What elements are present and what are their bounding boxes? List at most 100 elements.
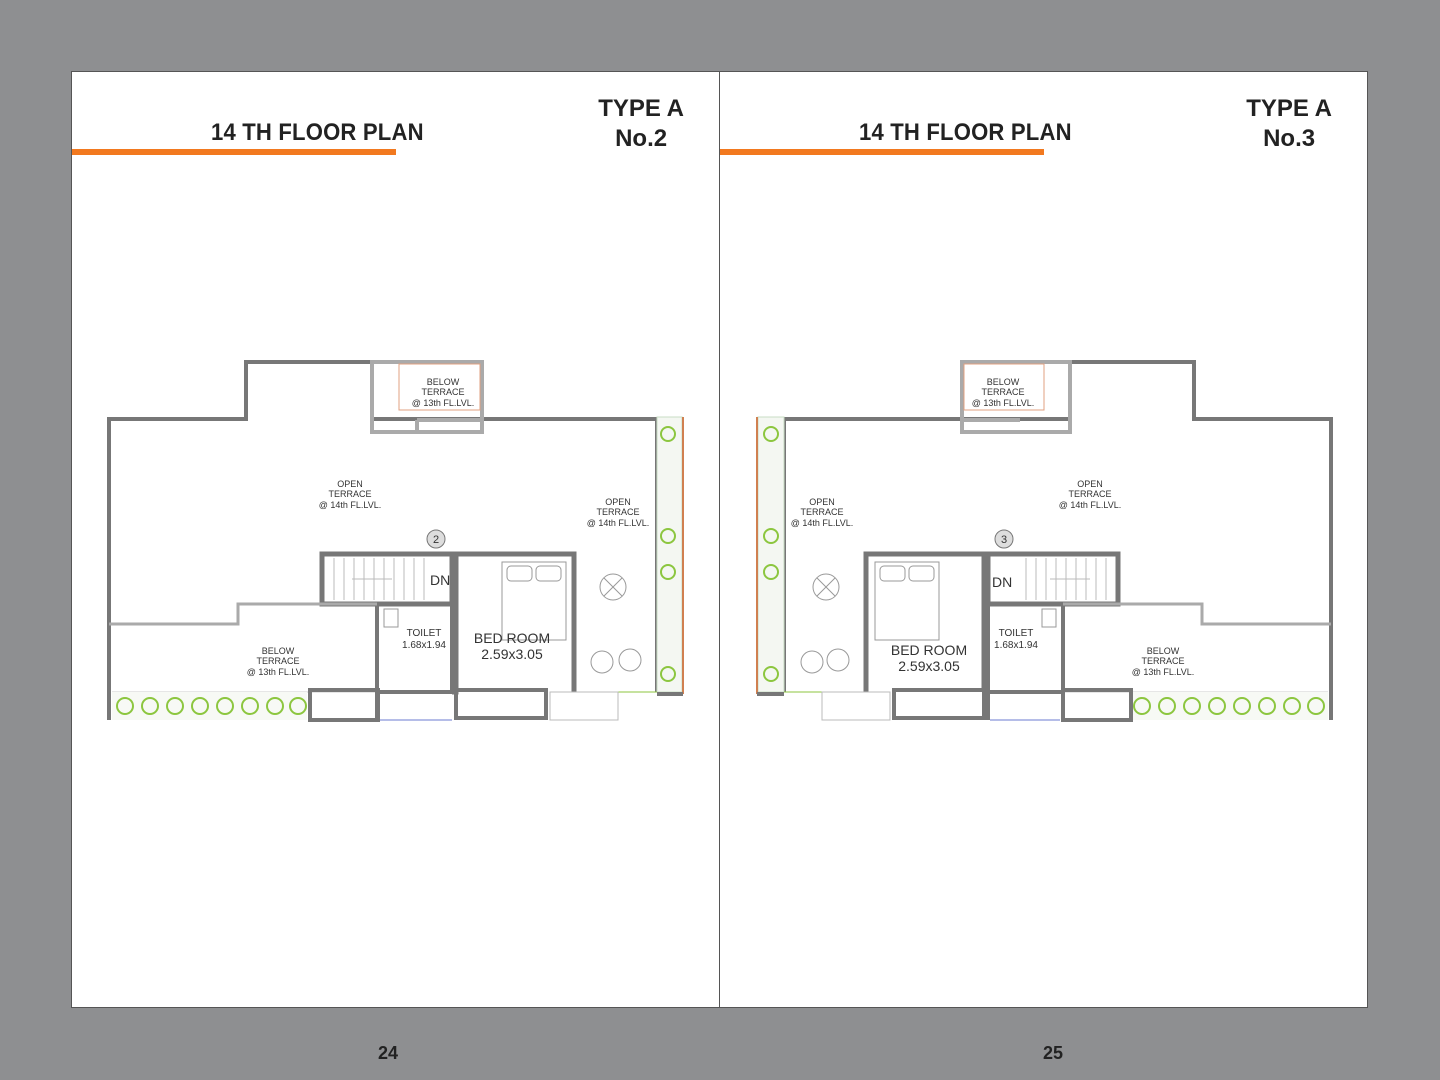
planter-icon xyxy=(660,426,676,442)
planter-icon xyxy=(141,697,159,715)
floor-plan-drawing: BELOW TERRACE @ 13th FL.LVL. OPEN TERRAC… xyxy=(756,360,1333,722)
below-terrace-top xyxy=(960,360,1072,434)
planter-icon xyxy=(289,697,307,715)
bedroom-name: BED ROOM xyxy=(474,630,550,646)
open-terrace-main-line2: TERRACE xyxy=(1068,489,1111,499)
planter-icon xyxy=(266,697,284,715)
balcony-ledge xyxy=(549,691,619,721)
below-terrace-bottom-line3: @ 13th FL.LVL. xyxy=(1132,667,1195,677)
bedroom-size: 2.59x3.05 xyxy=(481,646,543,662)
planter-icon xyxy=(241,697,259,715)
planter-icon xyxy=(1307,697,1325,715)
unit-type: TYPE A xyxy=(598,95,684,122)
round-table-icon xyxy=(812,573,840,601)
open-terrace-side-line1: OPEN xyxy=(809,497,835,507)
page-number-left: 24 xyxy=(378,1043,399,1063)
open-terrace-side-line3: @ 14th FL.LVL. xyxy=(587,518,650,528)
below-terrace-bottom-line1: BELOW xyxy=(262,646,295,656)
toilet-size: 1.68x1.94 xyxy=(402,640,446,651)
planter-icon xyxy=(1283,697,1301,715)
planter-icon xyxy=(763,528,779,544)
below-terrace-top-line3: @ 13th FL.LVL. xyxy=(972,398,1035,408)
unit-number-icon: 2 xyxy=(426,529,446,549)
open-terrace-main-line3: @ 14th FL.LVL. xyxy=(319,500,382,510)
planter-row xyxy=(1133,692,1328,720)
toilet-walls xyxy=(375,602,454,694)
page-fold xyxy=(719,72,720,1007)
bedroom-size: 2.59x3.05 xyxy=(898,658,960,674)
page-right: 14 TH FLOOR PLAN TYPE A No.3 BELOW TERRA… xyxy=(720,72,1368,1007)
bed-icon xyxy=(501,561,567,641)
planter-icon xyxy=(1258,697,1276,715)
below-terrace-bottom-line2: TERRACE xyxy=(1141,656,1184,666)
planter-icon xyxy=(1208,697,1226,715)
unit-marker: 2 xyxy=(433,534,439,546)
chair-icon xyxy=(800,648,850,674)
unit-type: TYPE A xyxy=(1246,95,1332,122)
below-terrace-top-line2: TERRACE xyxy=(981,387,1024,397)
below-terrace-bottom xyxy=(109,602,377,693)
exterior-walls xyxy=(782,360,1333,720)
below-terrace-bottom-line1: BELOW xyxy=(1147,646,1180,656)
open-terrace-side-line3: @ 14th FL.LVL. xyxy=(791,518,854,528)
open-terrace-main-line1: OPEN xyxy=(337,479,363,489)
toilet-name: TOILET xyxy=(999,628,1034,639)
unit-type-label: TYPE A No.3 xyxy=(1246,94,1332,154)
planter-icon xyxy=(1183,697,1201,715)
unit-marker: 3 xyxy=(1001,534,1007,546)
title-underline xyxy=(72,149,396,155)
planter-icon xyxy=(660,666,676,682)
open-terrace-side-line2: TERRACE xyxy=(800,507,843,517)
open-terrace-main-line2: TERRACE xyxy=(328,489,371,499)
toilet-size: 1.68x1.94 xyxy=(994,640,1038,651)
planter-icon xyxy=(660,564,676,580)
below-terrace-top-line1: BELOW xyxy=(987,377,1020,387)
stair-label: DN xyxy=(430,572,450,588)
side-planter xyxy=(756,416,785,696)
bed-icon xyxy=(874,561,940,641)
unit-number: No.2 xyxy=(615,125,668,152)
planter-icon xyxy=(166,697,184,715)
open-terrace-side-line2: TERRACE xyxy=(596,507,639,517)
open-terrace-main-line3: @ 14th FL.LVL. xyxy=(1059,500,1122,510)
below-terrace-top-line2: TERRACE xyxy=(421,387,464,397)
bedroom-name: BED ROOM xyxy=(891,642,967,658)
planter-row xyxy=(112,692,307,720)
unit-number: No.3 xyxy=(1263,125,1316,152)
floor-plan-drawing: BELOW TERRACE @ 13th FL.LVL. OPEN TERRAC… xyxy=(107,360,684,722)
below-terrace-bottom xyxy=(1063,602,1331,693)
below-terrace-top-line1: BELOW xyxy=(427,377,460,387)
planter-icon xyxy=(1233,697,1251,715)
planter-icon xyxy=(116,697,134,715)
planter-icon xyxy=(763,564,779,580)
planter-icon xyxy=(1133,697,1151,715)
round-table-icon xyxy=(599,573,627,601)
planter-icon xyxy=(191,697,209,715)
page-left: 14 TH FLOOR PLAN TYPE A No.2 BELOW TERRA… xyxy=(72,72,720,1007)
planter-icon xyxy=(1158,697,1176,715)
planter-icon xyxy=(763,666,779,682)
planter-icon xyxy=(216,697,234,715)
below-terrace-top-line3: @ 13th FL.LVL. xyxy=(412,398,475,408)
planter-icon xyxy=(763,426,779,442)
exterior-walls xyxy=(107,360,659,720)
balcony-ledge xyxy=(821,691,891,721)
chair-icon xyxy=(590,648,642,674)
unit-number-icon: 3 xyxy=(994,529,1014,549)
toilet-walls xyxy=(986,602,1065,694)
side-planter xyxy=(656,416,684,696)
open-terrace-side-line1: OPEN xyxy=(605,497,631,507)
title-underline xyxy=(720,149,1044,155)
bottom-walls xyxy=(892,688,1133,722)
below-terrace-bottom-line3: @ 13th FL.LVL. xyxy=(247,667,310,677)
open-terrace-main-line1: OPEN xyxy=(1077,479,1103,489)
below-terrace-bottom-line2: TERRACE xyxy=(256,656,299,666)
page-number-right: 25 xyxy=(1043,1043,1064,1063)
below-terrace-top xyxy=(370,360,484,434)
page-title: 14 TH FLOOR PLAN xyxy=(211,119,424,146)
brochure-spread: 14 TH FLOOR PLAN TYPE A No.2 BELOW TERRA… xyxy=(71,71,1368,1008)
page-title: 14 TH FLOOR PLAN xyxy=(859,119,1072,146)
bottom-walls xyxy=(308,688,548,722)
toilet-name: TOILET xyxy=(407,628,442,639)
stair-label: DN xyxy=(992,574,1012,590)
